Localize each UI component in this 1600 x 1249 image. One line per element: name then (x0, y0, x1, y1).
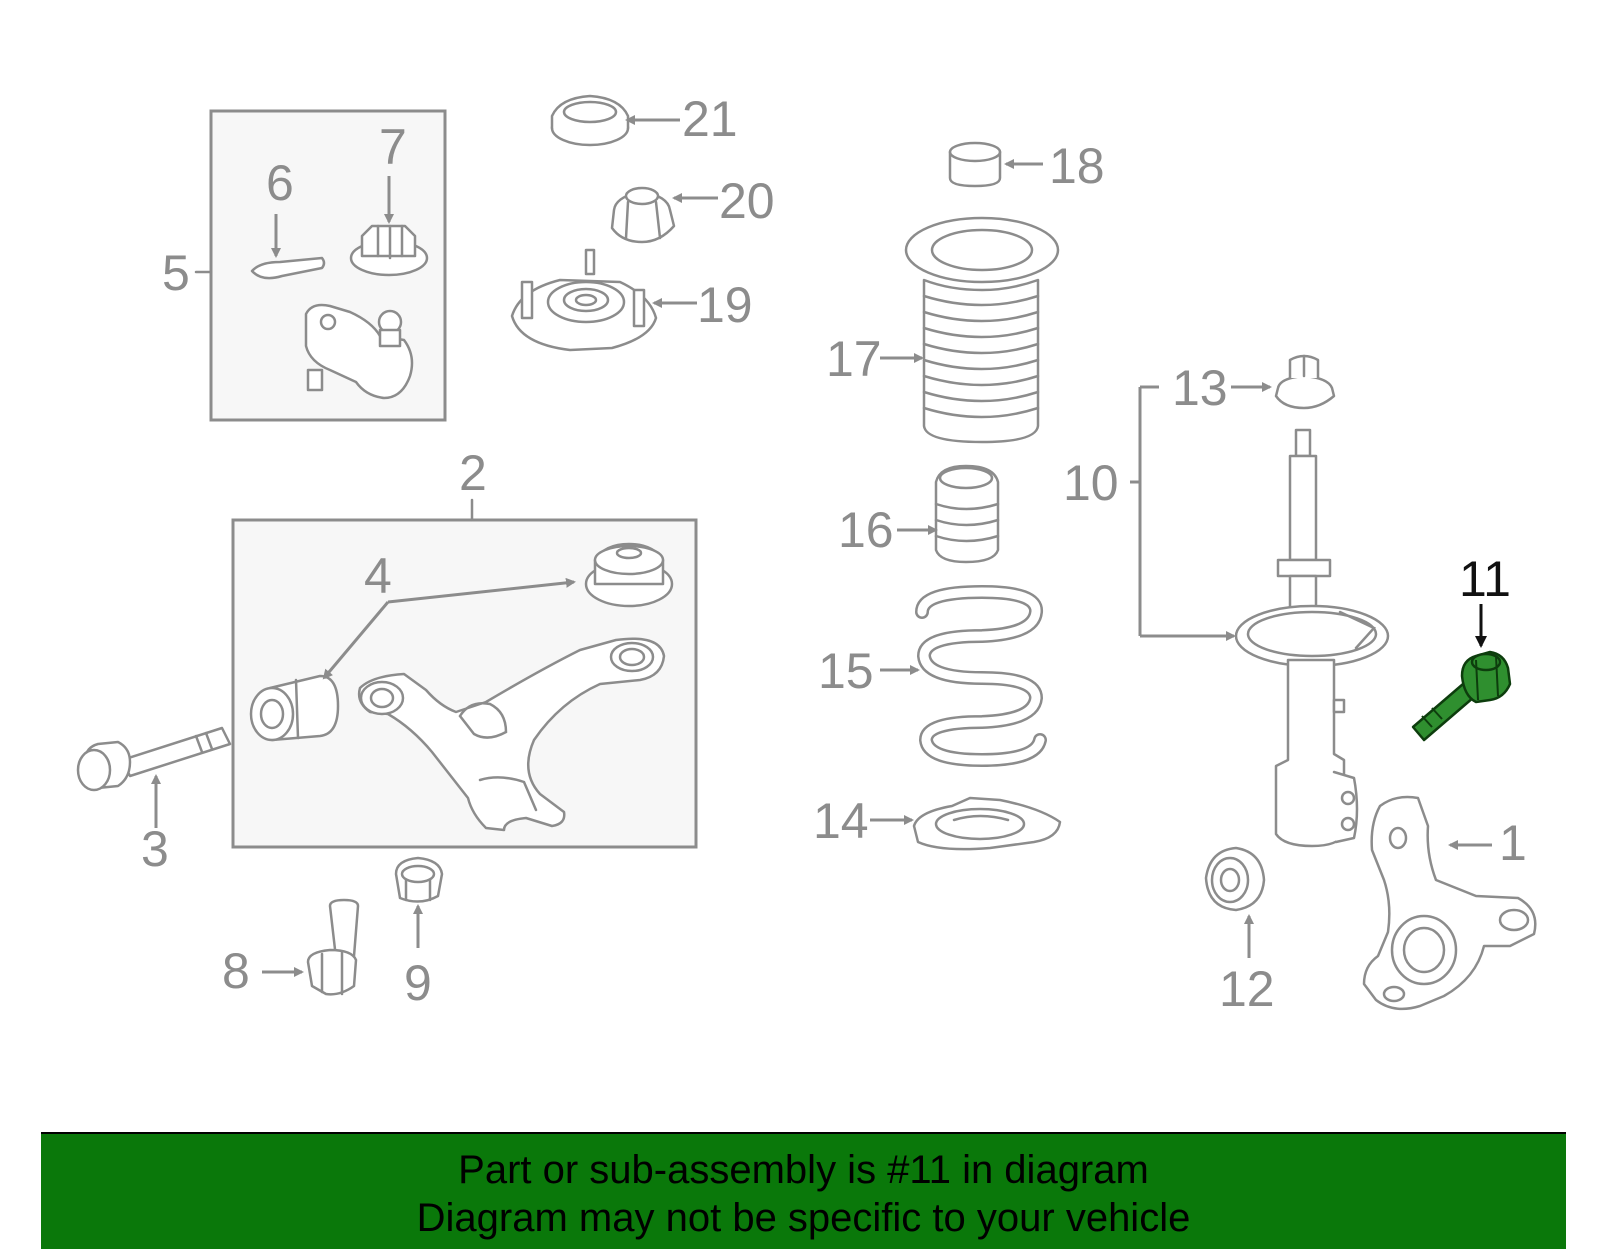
dust-boot-17-part (904, 216, 1060, 444)
nut-12-part (1204, 846, 1266, 912)
callout-13: 13 (1172, 360, 1228, 416)
callout-1: 1 (1499, 815, 1527, 871)
ball-joint-kit-group (194, 109, 447, 422)
callout-10: 10 (1063, 455, 1119, 511)
leader-lines (151, 115, 1492, 977)
lower-control-arm-part (357, 637, 666, 832)
banner-line-disclaimer: Diagram may not be specific to your vehi… (416, 1196, 1191, 1240)
bump-stop-16-part (934, 464, 1000, 564)
callout-4: 4 (364, 548, 392, 604)
castle-nut-part (349, 224, 429, 277)
control-arm-group (231, 498, 698, 849)
bolt-11-highlighted-part[interactable] (1411, 650, 1512, 742)
bolt-8-part (306, 898, 360, 996)
strut-assembly-10-part (1234, 428, 1390, 848)
bolt-3-part (76, 726, 232, 792)
nut-9-part (394, 856, 444, 903)
callout-3: 3 (141, 821, 169, 877)
strut-mount-19-part (510, 248, 658, 352)
nut-20-part (610, 186, 676, 244)
cap-21-part (550, 94, 630, 147)
callout-15: 15 (818, 643, 874, 699)
steering-knuckle-1-part (1362, 795, 1537, 1011)
callout-17: 17 (826, 331, 882, 387)
callout-8: 8 (222, 943, 250, 999)
callout-7: 7 (379, 119, 407, 175)
nut-13-part (1274, 354, 1336, 410)
banner-line-part-number: Part or sub-assembly is #11 in diagram (458, 1148, 1149, 1192)
front-bushing-part (249, 674, 340, 742)
callout-14: 14 (813, 793, 869, 849)
callout-19: 19 (697, 277, 753, 333)
callout-11: 11 (1459, 551, 1511, 607)
callout-18: 18 (1049, 138, 1105, 194)
cotter-pin-part (250, 256, 326, 280)
bumper-18-part (948, 141, 1002, 188)
callout-16: 16 (838, 502, 894, 558)
callout-20: 20 (719, 173, 775, 229)
ball-joint-part (304, 303, 414, 400)
callout-5: 5 (162, 245, 190, 301)
callout-labels: 1 2 3 4 5 6 7 8 9 10 11 12 13 14 15 16 1… (141, 91, 1527, 1017)
callout-6: 6 (266, 155, 294, 211)
callout-9: 9 (404, 955, 432, 1011)
callout-12: 12 (1219, 961, 1275, 1017)
callout-2: 2 (459, 445, 487, 501)
spring-seat-14-part (912, 796, 1062, 851)
rear-bushing-part (584, 542, 674, 608)
coil-spring-15-part (915, 584, 1047, 768)
info-banner: Part or sub-assembly is #11 in diagram D… (41, 1132, 1566, 1249)
callout-21: 21 (682, 91, 738, 147)
